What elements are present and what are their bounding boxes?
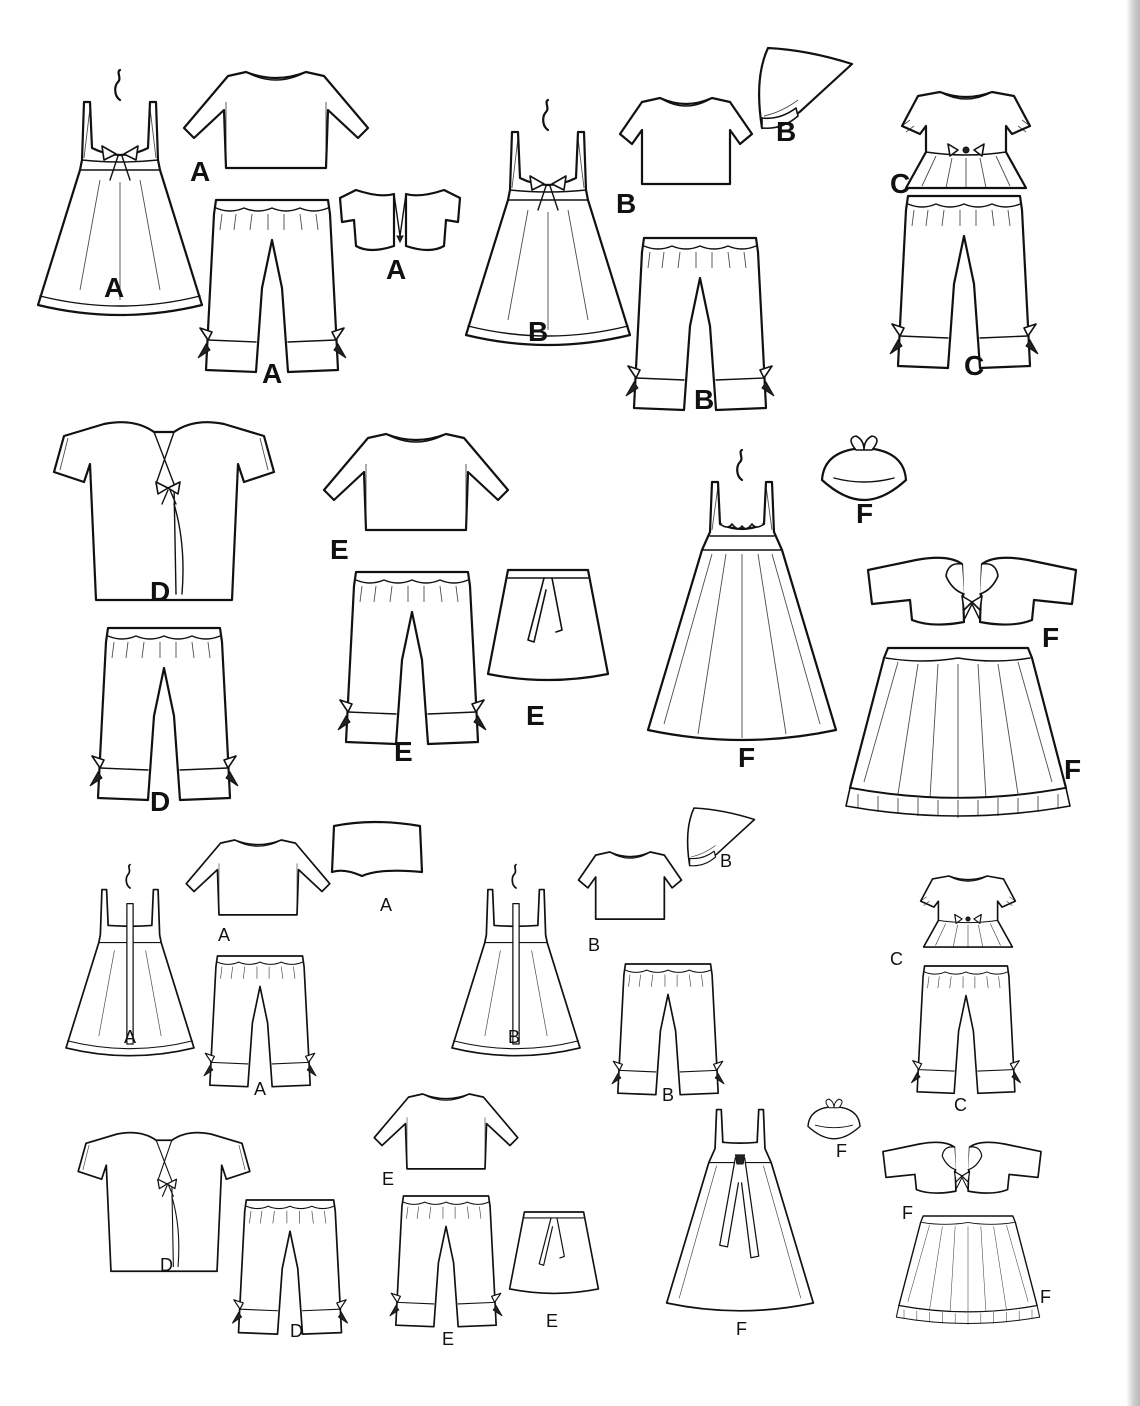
bolero-a — [338, 188, 462, 252]
label-a: A — [124, 1027, 137, 1047]
headband-f — [820, 434, 908, 502]
label-a: A — [262, 358, 283, 389]
skirt-e-back — [508, 1211, 600, 1295]
label-e: E — [394, 736, 413, 767]
label-c: C — [964, 350, 985, 381]
gown-f-back — [665, 1108, 815, 1312]
label-d: D — [290, 1321, 303, 1341]
pants-c-back — [910, 965, 1022, 1095]
robe-d — [52, 421, 276, 602]
shrug-f-back — [882, 1141, 1042, 1194]
label-b: B — [528, 316, 549, 347]
label-c: C — [954, 1095, 967, 1115]
pants-e — [336, 570, 488, 746]
pants-d — [88, 626, 240, 802]
shirt-b-back — [577, 851, 683, 920]
full-skirt-f-back — [895, 1215, 1041, 1326]
shirt-b — [618, 96, 754, 186]
label-e: E — [526, 700, 545, 731]
shrug-f — [866, 556, 1078, 626]
pants-d-back — [231, 1199, 349, 1336]
sundress-b — [464, 98, 632, 347]
label-f: F — [1042, 622, 1060, 653]
label-e: E — [546, 1311, 559, 1331]
peplum-top-c — [900, 90, 1032, 190]
label-e: E — [330, 534, 349, 565]
label-b: B — [662, 1085, 675, 1105]
kerchief-b — [757, 46, 854, 130]
label-b: B — [776, 116, 797, 147]
shirt-a — [182, 70, 370, 170]
label-f: F — [738, 742, 756, 773]
label-c: C — [890, 949, 903, 969]
gown-f — [646, 448, 838, 742]
label-f: F — [1040, 1287, 1051, 1307]
label-b: B — [616, 188, 637, 219]
pants-c — [888, 194, 1040, 370]
bolero-a-back — [330, 820, 424, 878]
shirt-e-back — [373, 1093, 519, 1170]
label-a: A — [104, 272, 125, 303]
headband-f-back — [807, 1098, 861, 1140]
label-a: A — [386, 254, 407, 285]
label-e: E — [442, 1329, 455, 1349]
label-a: A — [190, 156, 211, 187]
label-b: B — [508, 1027, 521, 1047]
page-edge-shadow — [1126, 0, 1140, 1406]
label-b: B — [720, 851, 733, 871]
label-f: F — [1064, 754, 1082, 785]
label-f: F — [736, 1319, 747, 1339]
label-f: F — [902, 1203, 913, 1223]
label-d: D — [150, 786, 171, 817]
label-e: E — [382, 1169, 395, 1189]
label-c: C — [890, 168, 911, 199]
pants-b-back — [610, 963, 726, 1096]
pants-a — [196, 198, 348, 374]
label-a: A — [380, 895, 393, 915]
pants-a-back — [202, 955, 318, 1088]
peplum-top-c-back — [919, 875, 1017, 948]
robe-d-back — [77, 1131, 251, 1273]
full-skirt-f — [844, 646, 1072, 820]
label-d: D — [160, 1255, 173, 1275]
shirt-e — [322, 432, 510, 532]
label-b: B — [694, 384, 715, 415]
label-f: F — [856, 498, 874, 529]
label-a: A — [254, 1079, 267, 1099]
pants-e-back — [388, 1195, 504, 1328]
label-f: F — [836, 1141, 847, 1161]
shirt-a-back — [185, 839, 331, 916]
label-a: A — [218, 925, 231, 945]
label-b: B — [588, 935, 601, 955]
label-d: D — [150, 576, 171, 607]
skirt-e — [486, 568, 610, 682]
